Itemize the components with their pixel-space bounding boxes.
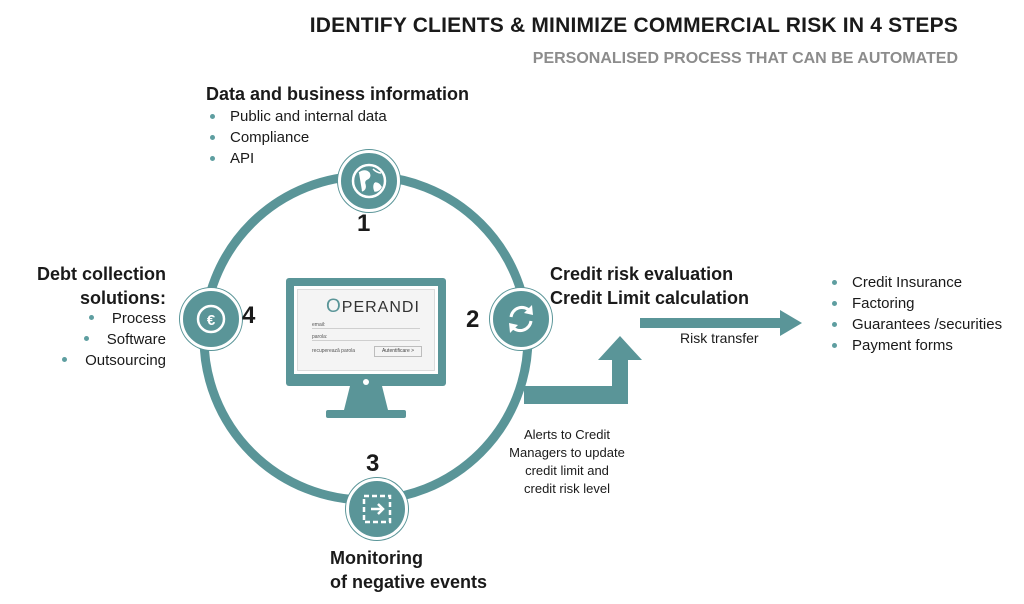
page-title: IDENTIFY CLIENTS & MINIMIZE COMMERCIAL R…: [309, 14, 958, 37]
step1-number: 1: [357, 210, 371, 237]
logo-text: PERANDI: [341, 299, 420, 316]
risk-transfer-list: Credit Insurance Factoring Guarantees /s…: [828, 272, 1002, 356]
password-field[interactable]: parola:: [312, 334, 420, 341]
email-field[interactable]: email:: [312, 322, 420, 329]
bullet-dot: [62, 356, 68, 362]
alerts-line: Managers to update: [509, 445, 625, 460]
alerts-line: credit limit and: [525, 463, 609, 478]
step1-node: [338, 150, 400, 212]
step2-heading-line1: Credit risk evaluation: [550, 264, 734, 284]
risk-transfer-item: Factoring: [828, 293, 1002, 314]
risk-transfer-arrow: [640, 310, 802, 336]
step3-number: 3: [366, 450, 380, 477]
step4-item: Software: [62, 329, 166, 350]
alerts-line: credit risk level: [524, 481, 610, 496]
alerts-text: Alerts to Credit Managers to update cred…: [508, 426, 626, 498]
refresh-icon: [509, 305, 533, 333]
step3-heading: Monitoring of negative events: [330, 546, 487, 594]
logo-o: O: [326, 296, 342, 317]
step1-item: Public and internal data: [206, 106, 387, 127]
risk-transfer-item: Credit Insurance: [828, 272, 1002, 293]
page-subtitle: PERSONALISED PROCESS THAT CAN BE AUTOMAT…: [532, 50, 958, 67]
svg-text:€: €: [207, 312, 216, 329]
step2-number: 2: [466, 306, 480, 333]
step4-item-text: Outsourcing: [85, 352, 166, 369]
step4-list: Process Software Outsourcing: [62, 308, 166, 371]
step3-heading-line2: of negative events: [330, 572, 488, 592]
step1-item: Compliance: [206, 127, 387, 148]
step4-heading: Debt collection solutions:: [37, 262, 166, 310]
recover-password-link[interactable]: recuperează parola: [312, 348, 356, 354]
step2-heading: Credit risk evaluation Credit Limit calc…: [550, 262, 749, 310]
step4-item: Outsourcing: [62, 350, 166, 371]
step3-node: [346, 478, 408, 540]
bullet-dot: [83, 335, 89, 341]
password-field-label: parola:: [312, 334, 328, 340]
step2-heading-line2: Credit Limit calculation: [550, 288, 750, 308]
step4-number: 4: [242, 302, 256, 329]
login-button[interactable]: Autentificare >: [374, 346, 422, 357]
risk-transfer-item: Payment forms: [828, 335, 1002, 356]
globe-icon: [351, 163, 387, 199]
login-screen: OPERANDI email: parola: recuperează paro…: [297, 289, 435, 371]
step2-node: [490, 288, 552, 350]
step4-item-text: Process: [111, 310, 166, 327]
step1-list: Public and internal data Compliance API: [206, 106, 387, 169]
alerts-line: Alerts to Credit: [524, 427, 610, 442]
step4-node: €: [180, 288, 242, 350]
step1-item: API: [206, 148, 387, 169]
risk-transfer-label: Risk transfer: [680, 330, 759, 346]
step4-heading-line1: Debt collection: [36, 264, 166, 284]
email-field-label: email:: [312, 322, 326, 328]
risk-transfer-item: Guarantees /securities: [828, 314, 1002, 335]
step4-item-text: Software: [106, 331, 166, 348]
step4-heading-line2: solutions:: [80, 288, 166, 308]
step4-item: Process: [62, 308, 166, 329]
euro-icon: €: [196, 304, 226, 334]
alerts-arrow: [524, 336, 642, 404]
step1-heading: Data and business information: [206, 84, 470, 104]
bullet-dot: [88, 314, 94, 320]
operandi-logo: OPERANDI: [326, 296, 420, 318]
exit-box-icon: [362, 494, 392, 524]
step3-heading-line1: Monitoring: [330, 548, 423, 568]
